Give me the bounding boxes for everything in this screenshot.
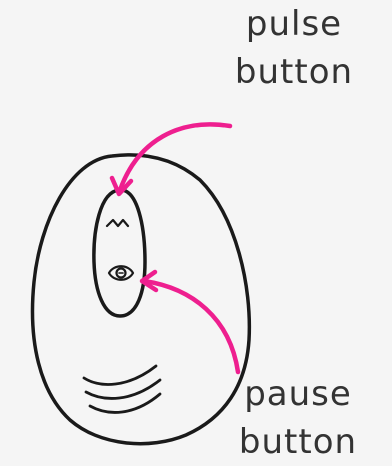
pause-arrow — [142, 272, 238, 372]
wave-icon[interactable] — [107, 220, 128, 226]
pause-label-line2: button — [218, 418, 378, 466]
pulse-button-label: pulse button — [214, 0, 374, 96]
eye-icon[interactable] — [109, 266, 133, 280]
pulse-label-line1: pulse — [214, 0, 374, 48]
pulse-arrow — [112, 124, 230, 194]
pause-label-line1: pause — [218, 370, 378, 418]
wave-lines-icon — [84, 366, 160, 412]
button-panel — [94, 190, 145, 316]
pause-button-label: pause button — [218, 370, 378, 466]
pulse-label-line2: button — [214, 48, 374, 96]
